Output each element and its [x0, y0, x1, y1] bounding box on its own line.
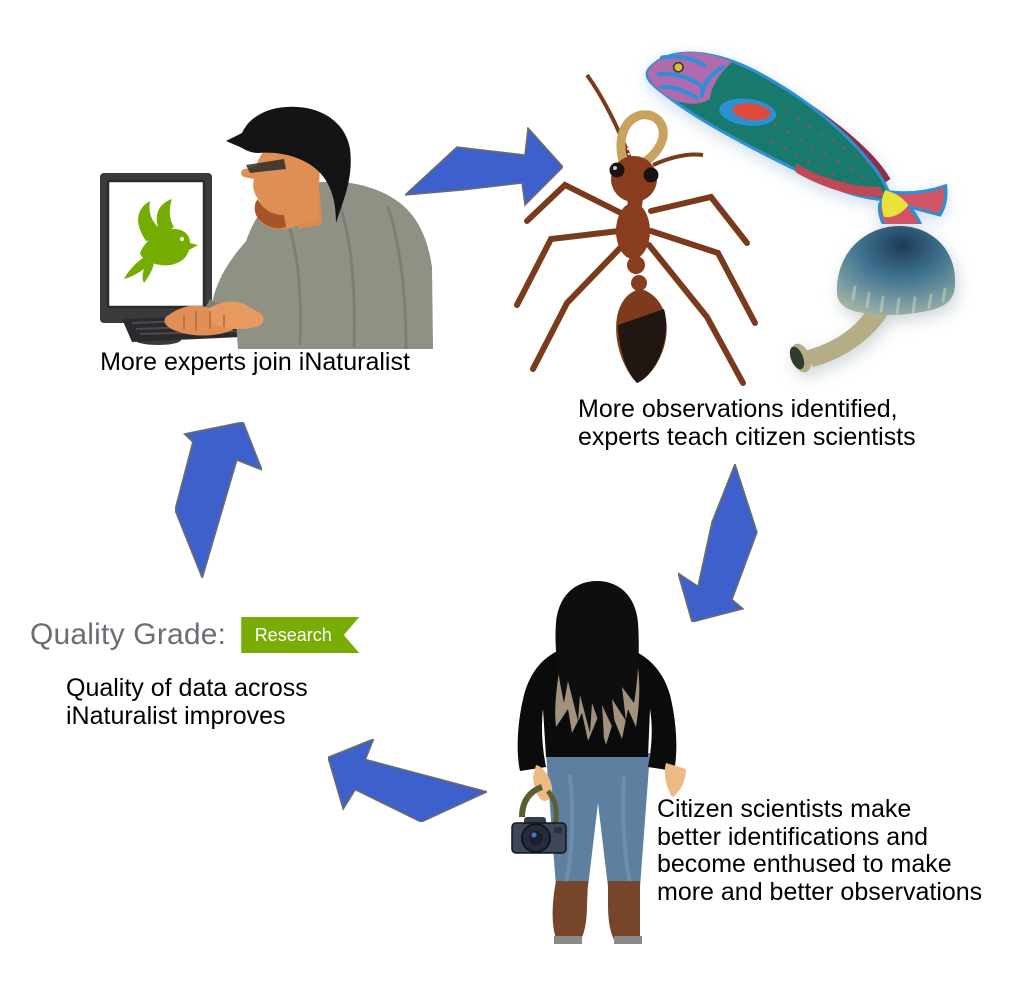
- expert-person: [164, 106, 433, 350]
- mushroom-cap: [837, 225, 956, 316]
- blue-mushroom-illustration: [789, 225, 956, 373]
- ant-legs: [514, 181, 758, 386]
- caption-line: more and better observations: [657, 877, 983, 906]
- arrow-quality-to-experts-icon: [175, 422, 262, 578]
- arrow-citizen-to-quality-icon: [328, 739, 487, 822]
- research-grade-badge: Research: [241, 617, 360, 653]
- bull-ant-illustration: [514, 73, 758, 386]
- quality-grade-row: Quality Grade: Research: [30, 616, 360, 654]
- inaturalist-bird-logo-icon: [124, 199, 198, 283]
- ant-antennae: [585, 73, 704, 167]
- ant-body: [609, 156, 667, 383]
- camera: [511, 784, 567, 854]
- mushroom-stem: [789, 303, 889, 373]
- caption-line: More observations identified,: [578, 395, 898, 423]
- caption-line: become enthused to make: [657, 850, 952, 878]
- caption-line: Quality of data across: [66, 674, 308, 702]
- caption-line: better identifications and: [657, 822, 929, 851]
- caption-more-experts: More experts join iNaturalist: [90, 348, 420, 377]
- wrasse-fish-illustration: [645, 51, 948, 224]
- caption-observations-identified: More observations identified, experts te…: [578, 395, 916, 451]
- jeans: [546, 753, 650, 887]
- caption-quality-improves: Quality of data across iNaturalist impro…: [66, 674, 308, 730]
- boots: [552, 881, 642, 944]
- caption-citizen-scientists: Citizen scientists make better identific…: [657, 795, 983, 906]
- arrow-experts-to-taxa-icon: [405, 127, 563, 207]
- citizen-scientist-illustration: [511, 581, 686, 944]
- ant-mandibles: [616, 110, 668, 168]
- arrow-taxa-to-citizen-icon: [678, 464, 758, 622]
- caption-line: Citizen scientists make: [657, 795, 912, 823]
- caption-line: experts teach citizen scientists: [578, 422, 916, 451]
- expert-at-computer-illustration: [100, 106, 433, 350]
- caption-line: More experts join iNaturalist: [100, 348, 410, 376]
- quality-grade-label: Quality Grade:: [30, 618, 227, 651]
- caption-line: iNaturalist improves: [66, 701, 286, 730]
- hair: [555, 581, 640, 745]
